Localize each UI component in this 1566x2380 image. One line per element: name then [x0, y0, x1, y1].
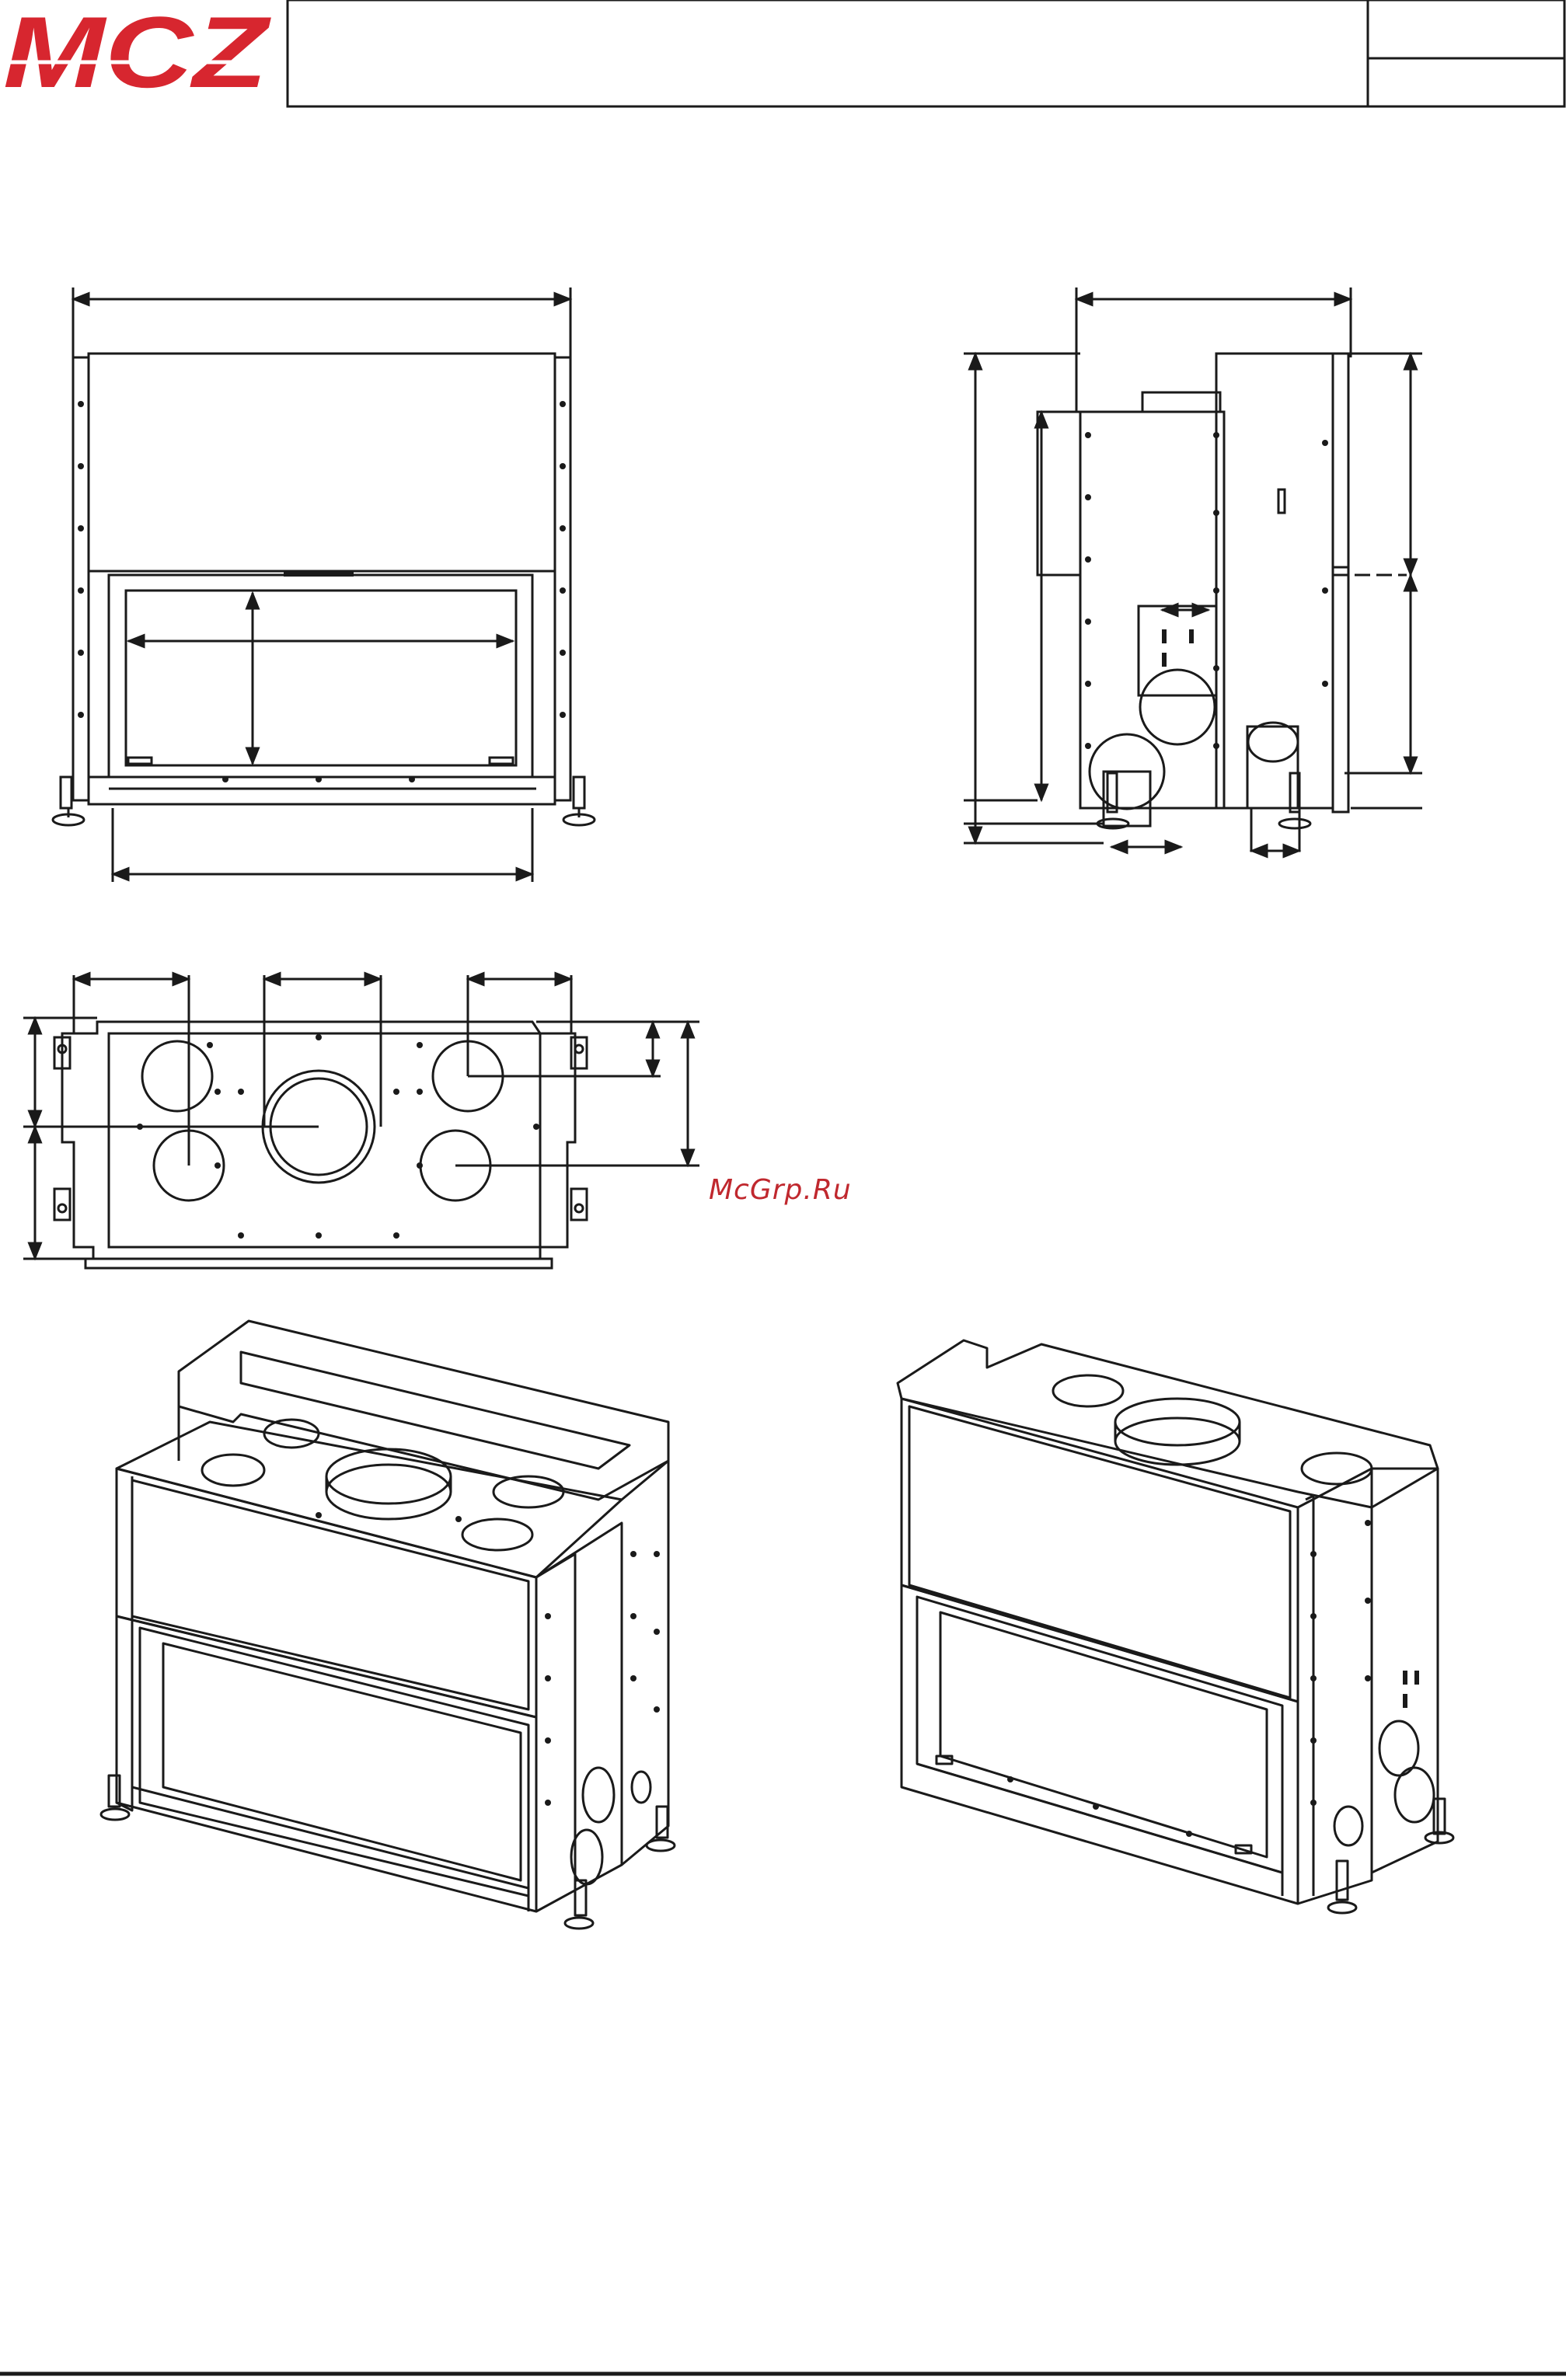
- front-view: [53, 287, 595, 882]
- title-block: [288, 0, 1564, 106]
- side-view: [964, 287, 1422, 851]
- watermark: McGrp.Ru: [709, 1174, 852, 1206]
- top-view: [23, 975, 699, 1268]
- iso-front-view: [101, 1321, 675, 1929]
- logo-text: MCZ: [3, 0, 272, 109]
- iso-back-view: [898, 1340, 1453, 1913]
- mcz-logo: MCZ: [3, 0, 272, 109]
